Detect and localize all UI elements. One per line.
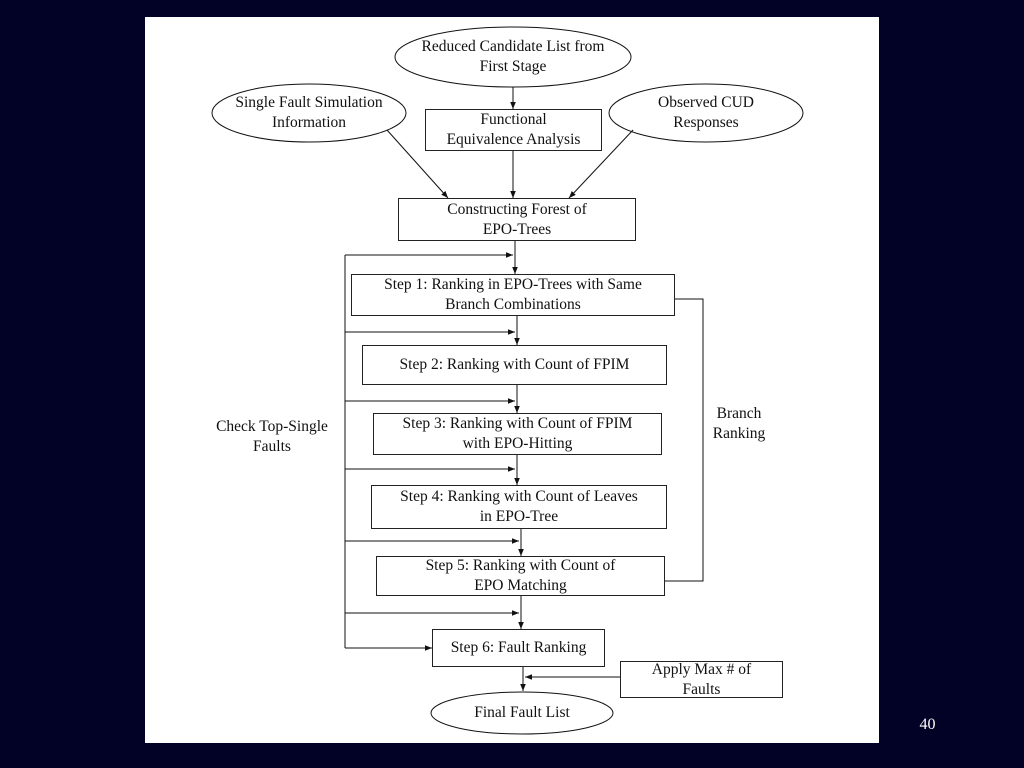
ellipse-observed-cud — [608, 83, 804, 143]
check-top-single-faults-label: Check Top-Single Faults — [216, 418, 328, 455]
step1-node: Step 1: Ranking in EPO-Trees with Same B… — [351, 274, 675, 316]
constructing-forest-node: Constructing Forest of EPO-Trees — [398, 198, 636, 241]
step5-node: Step 5: Ranking with Count of EPO Matchi… — [376, 556, 665, 596]
arrow-single-to-forest — [386, 129, 449, 199]
reduced-candidate-list-node: Reduced Candidate List from First Stage — [421, 38, 605, 75]
single-fault-simulation-node: Single Fault Simulation Information — [235, 94, 383, 131]
flowchart-connectors — [211, 26, 804, 735]
final-fault-list-node: Final Fault List — [474, 704, 570, 721]
arrow-observed-to-forest — [568, 129, 634, 199]
step4-node: Step 4: Ranking with Count of Leaves in … — [371, 485, 667, 529]
ellipse-final-fault-list — [430, 691, 614, 735]
flowchart-canvas: Reduced Candidate List from First Stage … — [145, 17, 879, 743]
step2-node: Step 2: Ranking with Count of FPIM — [362, 345, 667, 385]
branch-ranking-bracket — [665, 298, 704, 582]
observed-cud-responses-node: Observed CUD Responses — [658, 94, 754, 131]
step6-node: Step 6: Fault Ranking — [432, 629, 605, 667]
apply-max-faults-node: Apply Max # of Faults — [620, 661, 783, 698]
ellipse-single-fault — [211, 83, 407, 143]
branch-ranking-label: Branch Ranking — [712, 405, 766, 442]
step3-node: Step 3: Ranking with Count of FPIM with … — [373, 413, 662, 455]
page-number: 40 — [919, 716, 936, 733]
functional-equivalence-node: Functional Equivalence Analysis — [425, 109, 602, 151]
